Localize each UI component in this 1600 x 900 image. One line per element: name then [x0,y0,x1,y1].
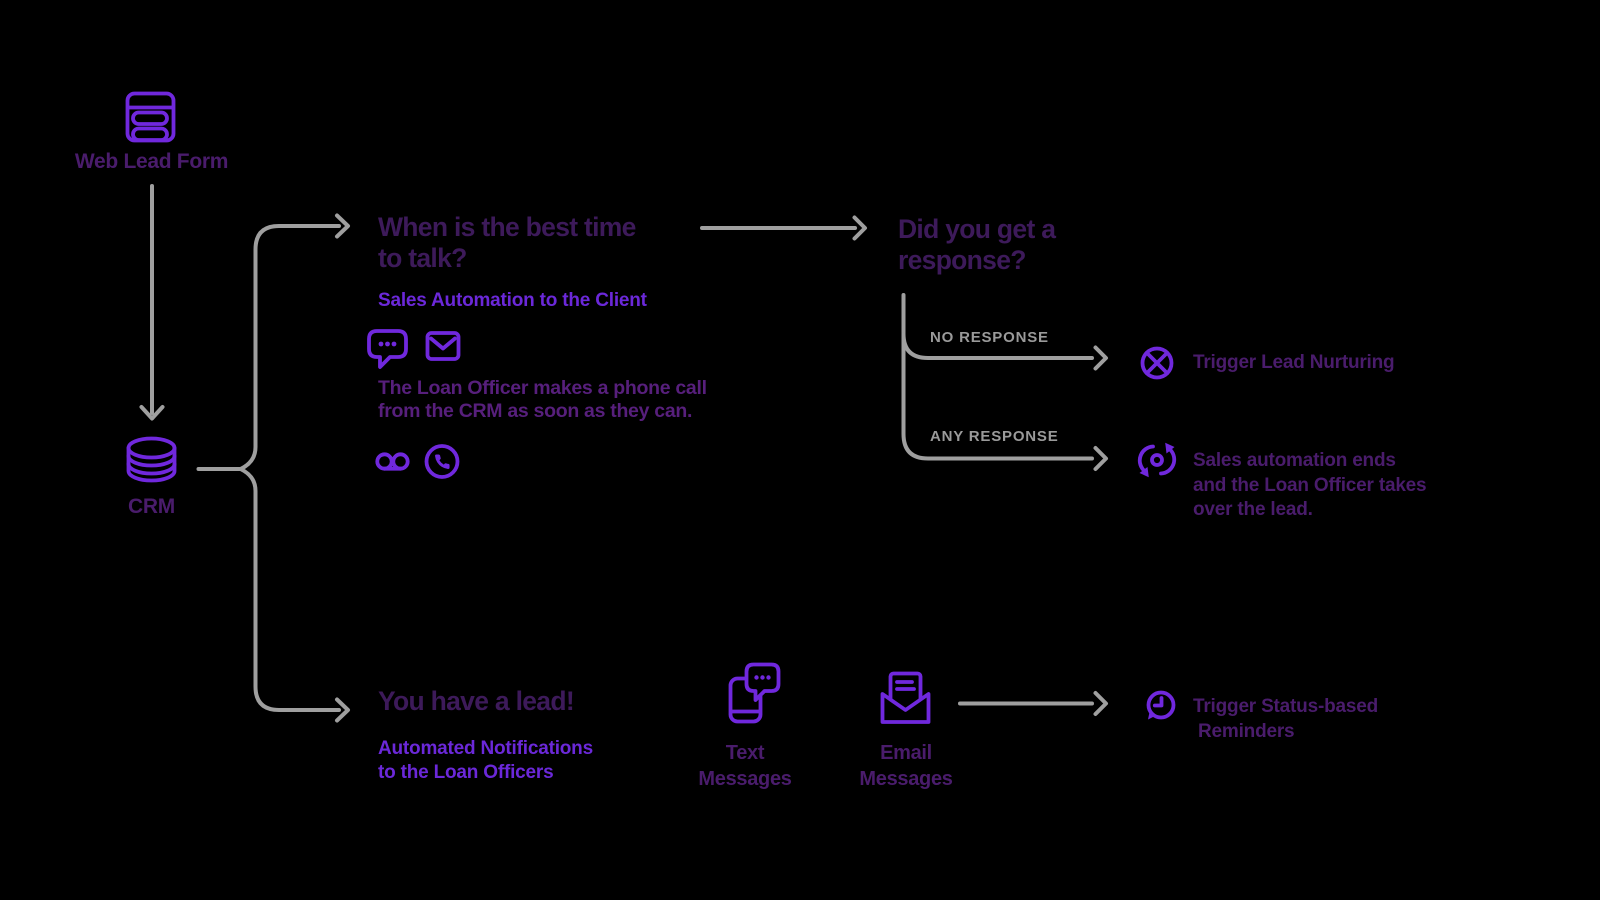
phone-call-icon [424,444,460,479]
email-messages-label: Email Messages [826,741,986,792]
cancel-circle-icon [1140,346,1174,380]
text-messages-label-line2: Messages [698,767,792,790]
crm-branch-brace [238,224,341,712]
arrowhead-right-icon [852,215,867,241]
best-time-body-line2: from the CRM as soon as they can. [378,400,693,422]
sync-arrows-icon [1137,442,1177,478]
arrowhead-right-icon [1093,691,1108,716]
you-have-lead-title: You have a lead! [378,686,575,716]
best-time-title-line1: When is the best time [378,212,636,242]
no-response-branch-label: NO RESPONSE [930,329,1049,346]
you-have-lead-subtitle-line1: Automated Notifications [378,738,593,759]
phone-text-message-icon [728,662,781,724]
you-have-lead-subtitle-line2: to the Loan Officers [378,761,554,783]
trigger-status-reminders-text: Trigger Status-based Reminders [1193,695,1378,744]
trigger-status-reminders-line2: Reminders [1198,720,1295,742]
arrowhead-right-icon [335,213,350,239]
arrowhead-right-icon [1093,446,1108,471]
trigger-status-reminders-line1: Trigger Status-based [1193,696,1378,717]
best-time-title: When is the best time to talk? [378,212,636,274]
you-have-lead-subtitle: Automated Notifications to the Loan Offi… [378,737,593,784]
voicemail-icon [375,452,410,471]
history-clock-icon [1146,690,1176,720]
email-messages-label-line1: Email [880,742,932,764]
response-question-title: Did you get a response? [898,214,1056,276]
sales-automation-ends-line1: Sales automation ends [1193,450,1396,471]
arrowhead-right-icon [1093,345,1108,371]
no-response-branch [901,332,1094,360]
arrowhead-down-icon [139,405,165,421]
crm-label: CRM [128,495,175,518]
best-time-body-line1: The Loan Officer makes a phone call [378,377,707,399]
best-time-title-line2: to talk? [378,243,467,273]
trigger-lead-nurturing-text: Trigger Lead Nurturing [1193,352,1395,373]
any-response-branch-label: ANY RESPONSE [930,428,1059,445]
sales-automation-ends-line2: and the Loan Officer takes [1193,474,1427,496]
response-question-line1: Did you get a [898,214,1056,244]
any-response-branch [901,293,1094,461]
best-time-subtitle: Sales Automation to the Client [378,290,647,311]
sales-automation-ends-line3: over the lead. [1193,499,1313,520]
email-receive-icon [880,671,931,724]
web-lead-form-label: Web Lead Form [74,150,229,173]
sales-automation-ends-text: Sales automation ends and the Loan Offic… [1193,449,1427,523]
envelope-icon [425,331,461,361]
text-messages-label-line1: Text [725,742,765,764]
database-icon [126,436,177,483]
chat-bubble-icon [367,329,408,369]
arrowhead-right-icon [335,697,350,723]
form-window-icon [125,91,176,143]
response-question-line2: response? [898,245,1026,275]
text-messages-label: Text Messages [665,741,825,792]
email-messages-label-line2: Messages [859,767,953,790]
connector-lines [139,184,1108,723]
best-time-body: The Loan Officer makes a phone call from… [378,377,707,423]
